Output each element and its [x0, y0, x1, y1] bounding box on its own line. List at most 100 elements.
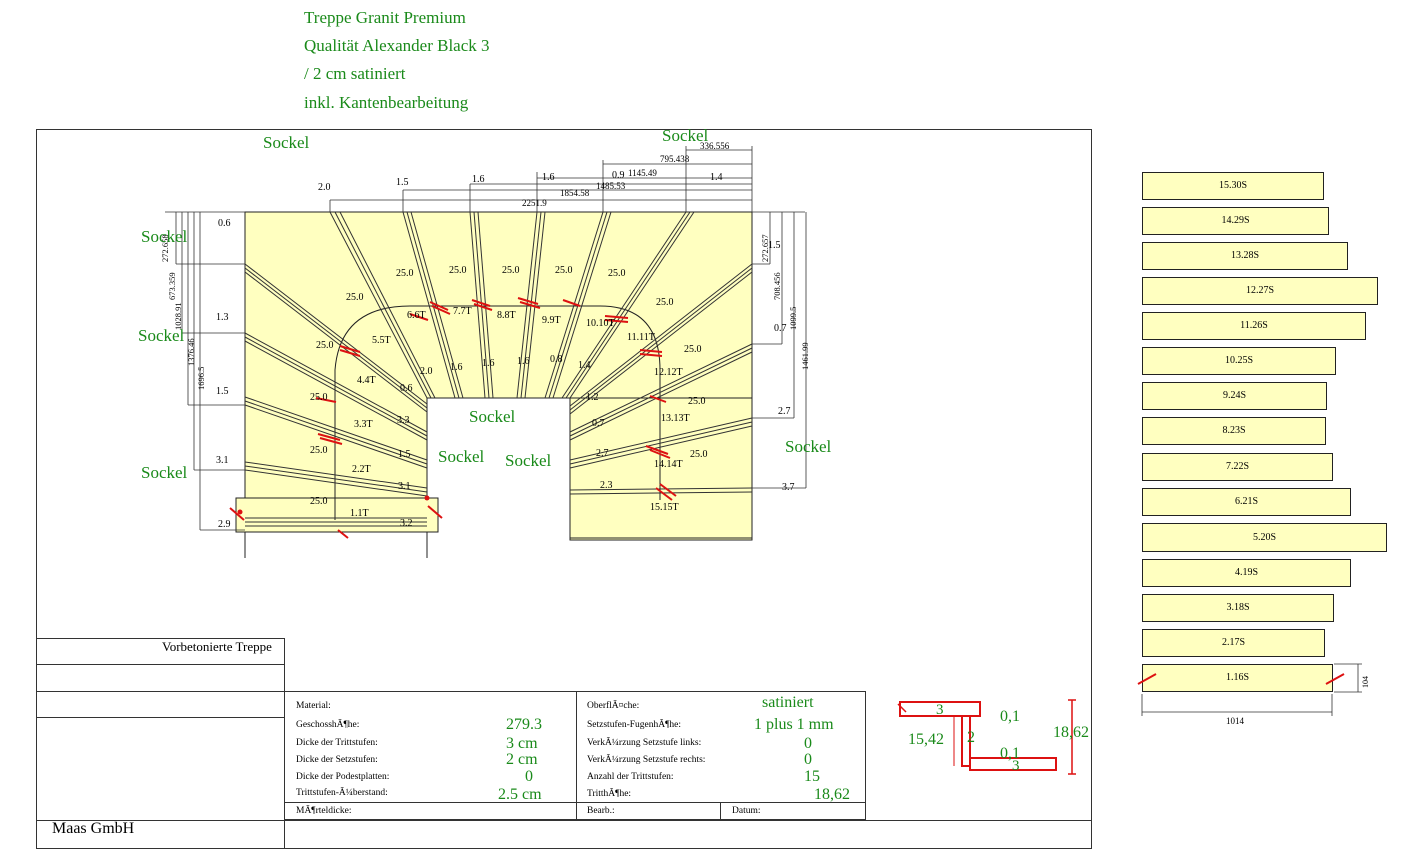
- dim-right-s1: 1.5: [768, 240, 781, 251]
- value-dicke-podest: 0: [525, 768, 533, 785]
- project-title: Vorbetonierte Treppe: [162, 639, 272, 654]
- dim-right-v2: 708.456: [772, 272, 782, 300]
- gap-label: 2.3: [600, 480, 613, 491]
- riser-item: 5.20S: [1142, 523, 1387, 552]
- dim-top-d6: 2251.9: [522, 198, 547, 208]
- sockel-label: Sockel: [141, 227, 188, 246]
- riser-item: 13.28S: [1142, 242, 1348, 270]
- step-label: 5.5T: [372, 335, 391, 346]
- tread-width-label: 25.0: [690, 449, 708, 460]
- dim-top-d5: 1854.58: [560, 188, 590, 198]
- sockel-label: Sockel: [138, 326, 185, 345]
- tread-width-label: 25.0: [688, 396, 706, 407]
- label-material: Material:: [296, 701, 331, 711]
- dim-right-s4: 3.7: [782, 482, 795, 493]
- riser-item: 14.29S: [1142, 207, 1329, 235]
- dim-right-v4: 1461.99: [800, 342, 810, 370]
- tread-width-label: 25.0: [310, 392, 328, 403]
- label-moertel: MÃ¶rteldicke:: [296, 806, 352, 816]
- label-dicke-setz: Dicke der Setzstufen:: [296, 755, 378, 765]
- dim-top-s3: 1.6: [472, 174, 485, 185]
- profile-value: 3: [1012, 758, 1020, 774]
- step-labels: 1.1T 2.2T 3.3T 4.4T 5.5T 6.6T 7.7T 8.8T …: [350, 306, 690, 519]
- gap-label: 0.7: [592, 418, 605, 429]
- dim-right-s2: 0.7: [774, 323, 787, 334]
- label-verk-links: VerkÃ¼rzung Setzstufe links:: [587, 738, 702, 748]
- gap-label: 1.6: [450, 362, 463, 373]
- dim-left-s1: 0.6: [218, 218, 231, 229]
- gap-label: 3.1: [398, 481, 411, 492]
- profile-value: 0,1: [1000, 745, 1020, 762]
- dim-top-s1: 2.0: [318, 182, 331, 193]
- step-label: 3.3T: [354, 419, 373, 430]
- dim-right-s3: 2.7: [778, 406, 791, 417]
- dim-left-v4: 1376.46: [186, 338, 196, 366]
- dim-top-d2: 795.438: [660, 154, 690, 164]
- value-tritthoehe: 18,62: [814, 786, 850, 803]
- riser-item: 15.30S: [1142, 172, 1324, 200]
- gap-label: 3.2: [400, 518, 413, 529]
- label-datum: Datum:: [732, 806, 761, 816]
- step-profile: 3 0,1 15,42 2 18,62 0,1 3: [897, 699, 1089, 775]
- tread-width-label: 25.0: [608, 268, 626, 279]
- sockel-label: Sockel: [263, 133, 310, 152]
- sockel-label: Sockel: [662, 126, 709, 145]
- step-label: 9.9T: [542, 315, 561, 326]
- label-ueberstand: Trittstufen-Ã¼berstand:: [296, 788, 388, 798]
- gap-label: 2.7: [596, 448, 609, 459]
- gap-label: 3.3: [397, 415, 410, 426]
- cut-marks: [229, 297, 677, 539]
- gap-label: 1.4: [578, 360, 591, 371]
- company-name: Maas GmbH: [52, 820, 135, 837]
- step-label: 10.10T: [586, 318, 615, 329]
- sockel-label: Sockel: [505, 451, 552, 470]
- riser-item: 10.25S: [1142, 347, 1336, 375]
- riser-item: 2.17S: [1142, 629, 1325, 657]
- profile-value: 18,62: [1053, 724, 1089, 741]
- step-label: 1.1T: [350, 508, 369, 519]
- label-fugen: Setzstufen-FugenhÃ¶he:: [587, 720, 682, 730]
- gap-label: 1.6: [482, 358, 495, 369]
- gap-label: 0.6: [400, 383, 413, 394]
- riser-item: 12.27S: [1142, 277, 1378, 305]
- tread-width-label: 25.0: [396, 268, 414, 279]
- tread-width-label: 25.0: [316, 340, 334, 351]
- dim-left-v2: 673.359: [167, 272, 177, 300]
- tread-width-label: 25.0: [502, 265, 520, 276]
- dim-top-s4: 1.6: [542, 172, 555, 183]
- step-label: 14.14T: [654, 459, 683, 470]
- profile-value: 3: [936, 702, 944, 718]
- label-tritthoehe: TritthÃ¶he:: [587, 789, 632, 799]
- tread-width-label: 25.0: [310, 445, 328, 456]
- top-dimensions: [329, 146, 753, 212]
- riser-item: 3.18S: [1142, 594, 1334, 622]
- sockel-label: Sockel: [785, 437, 832, 456]
- dim-left-s4: 3.1: [216, 455, 229, 466]
- value-verk-links: 0: [804, 735, 812, 752]
- dim-top-s2: 1.5: [396, 177, 409, 188]
- label-anzahl: Anzahl der Trittstufen:: [587, 772, 674, 782]
- profile-value: 2: [967, 729, 975, 746]
- riser-side-dim: 104: [1361, 676, 1370, 688]
- riser-item: 4.19S: [1142, 559, 1351, 587]
- dim-right-v3: 1099.5: [788, 307, 798, 330]
- label-bearb: Bearb.:: [587, 806, 615, 816]
- step-label: 6.6T: [407, 310, 426, 321]
- gap-label: 0.8: [550, 354, 563, 365]
- gap-label: 2.0: [420, 366, 433, 377]
- dim-right-v1: 272.657: [760, 234, 770, 262]
- gap-label: 1.6: [517, 356, 530, 367]
- profile-value: 15,42: [908, 731, 944, 748]
- riser-item: 1.16S: [1142, 664, 1333, 692]
- step-label: 11.11T: [627, 332, 655, 343]
- value-dicke-tritt: 3 cm: [506, 735, 538, 752]
- value-geschoss: 279.3: [506, 716, 542, 733]
- dim-left-s3: 1.5: [216, 386, 229, 397]
- dim-left-s5: 2.9: [218, 519, 231, 530]
- sockel-label: Sockel: [141, 463, 188, 482]
- tread-width-label: 25.0: [346, 292, 364, 303]
- step-label: 12.12T: [654, 367, 683, 378]
- step-label: 8.8T: [497, 310, 516, 321]
- header-line-1: Treppe Granit Premium: [304, 8, 466, 27]
- title-block-table: [284, 691, 866, 820]
